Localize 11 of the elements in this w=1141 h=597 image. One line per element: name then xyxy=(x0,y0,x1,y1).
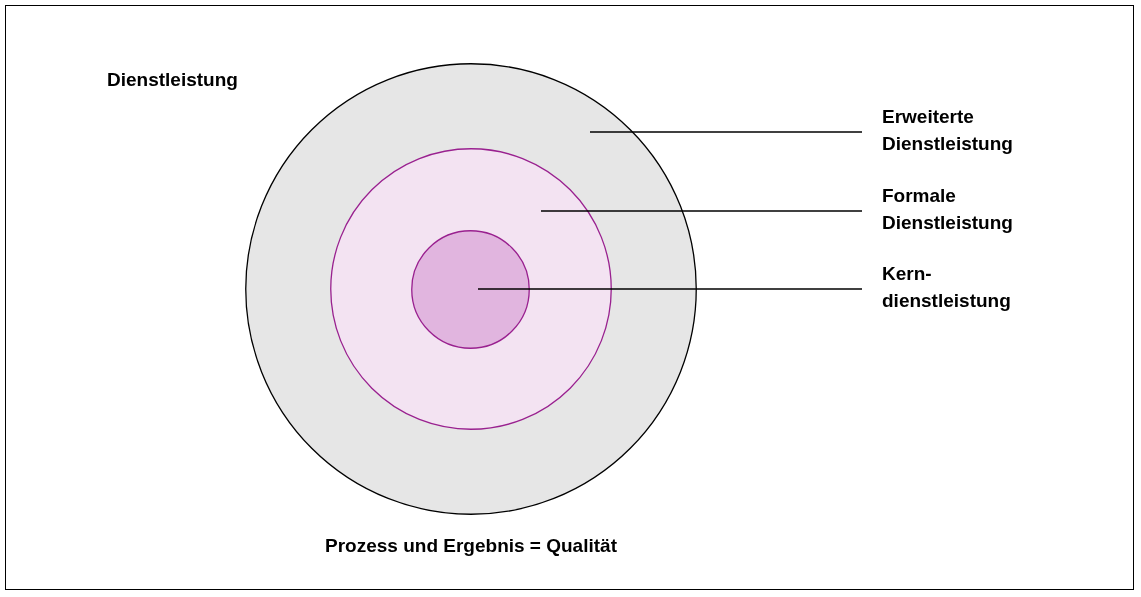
leader-line xyxy=(477,288,863,290)
title: Dienstleistung xyxy=(107,68,238,92)
middle-circle xyxy=(330,148,612,430)
leader-line xyxy=(589,131,863,133)
caption: Prozess und Ergebnis = Qualität xyxy=(324,534,618,558)
outer-circle xyxy=(245,63,697,515)
callout-label: Formale Dienstleistung xyxy=(882,184,1014,235)
leader-line xyxy=(540,210,863,212)
callout-label: Kern- dienstleistung xyxy=(882,262,1012,313)
callout-label: Erweiterte Dienstleistung xyxy=(882,105,1014,156)
inner-circle xyxy=(411,230,530,349)
